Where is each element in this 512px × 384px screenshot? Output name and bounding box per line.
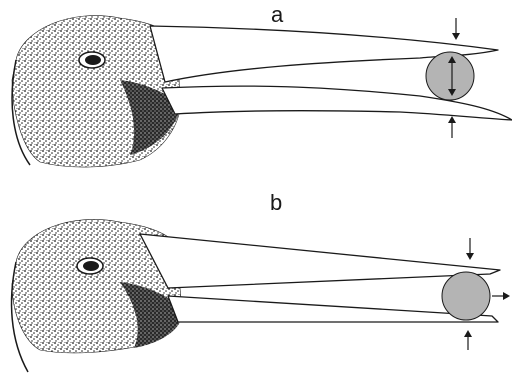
panel-a-pupil [85, 55, 101, 65]
panel-a-arrowhead-bottom [448, 116, 456, 123]
panel-b-arrowhead-bottom [464, 330, 472, 337]
panel-b-food-item [442, 272, 490, 320]
panel-a-arrowhead-top [452, 33, 460, 40]
panel-b-label: b [270, 190, 282, 215]
panel-a-food-item [426, 52, 474, 100]
panel-a-label: a [271, 2, 284, 27]
panel-b-pupil [83, 261, 99, 271]
panel-a: a [12, 2, 512, 167]
panel-b-arrowhead-top [466, 253, 474, 260]
panel-b-forward-arrowhead [503, 292, 510, 300]
panel-b-upper-mandible [140, 234, 500, 288]
panel-b: b [12, 190, 510, 372]
